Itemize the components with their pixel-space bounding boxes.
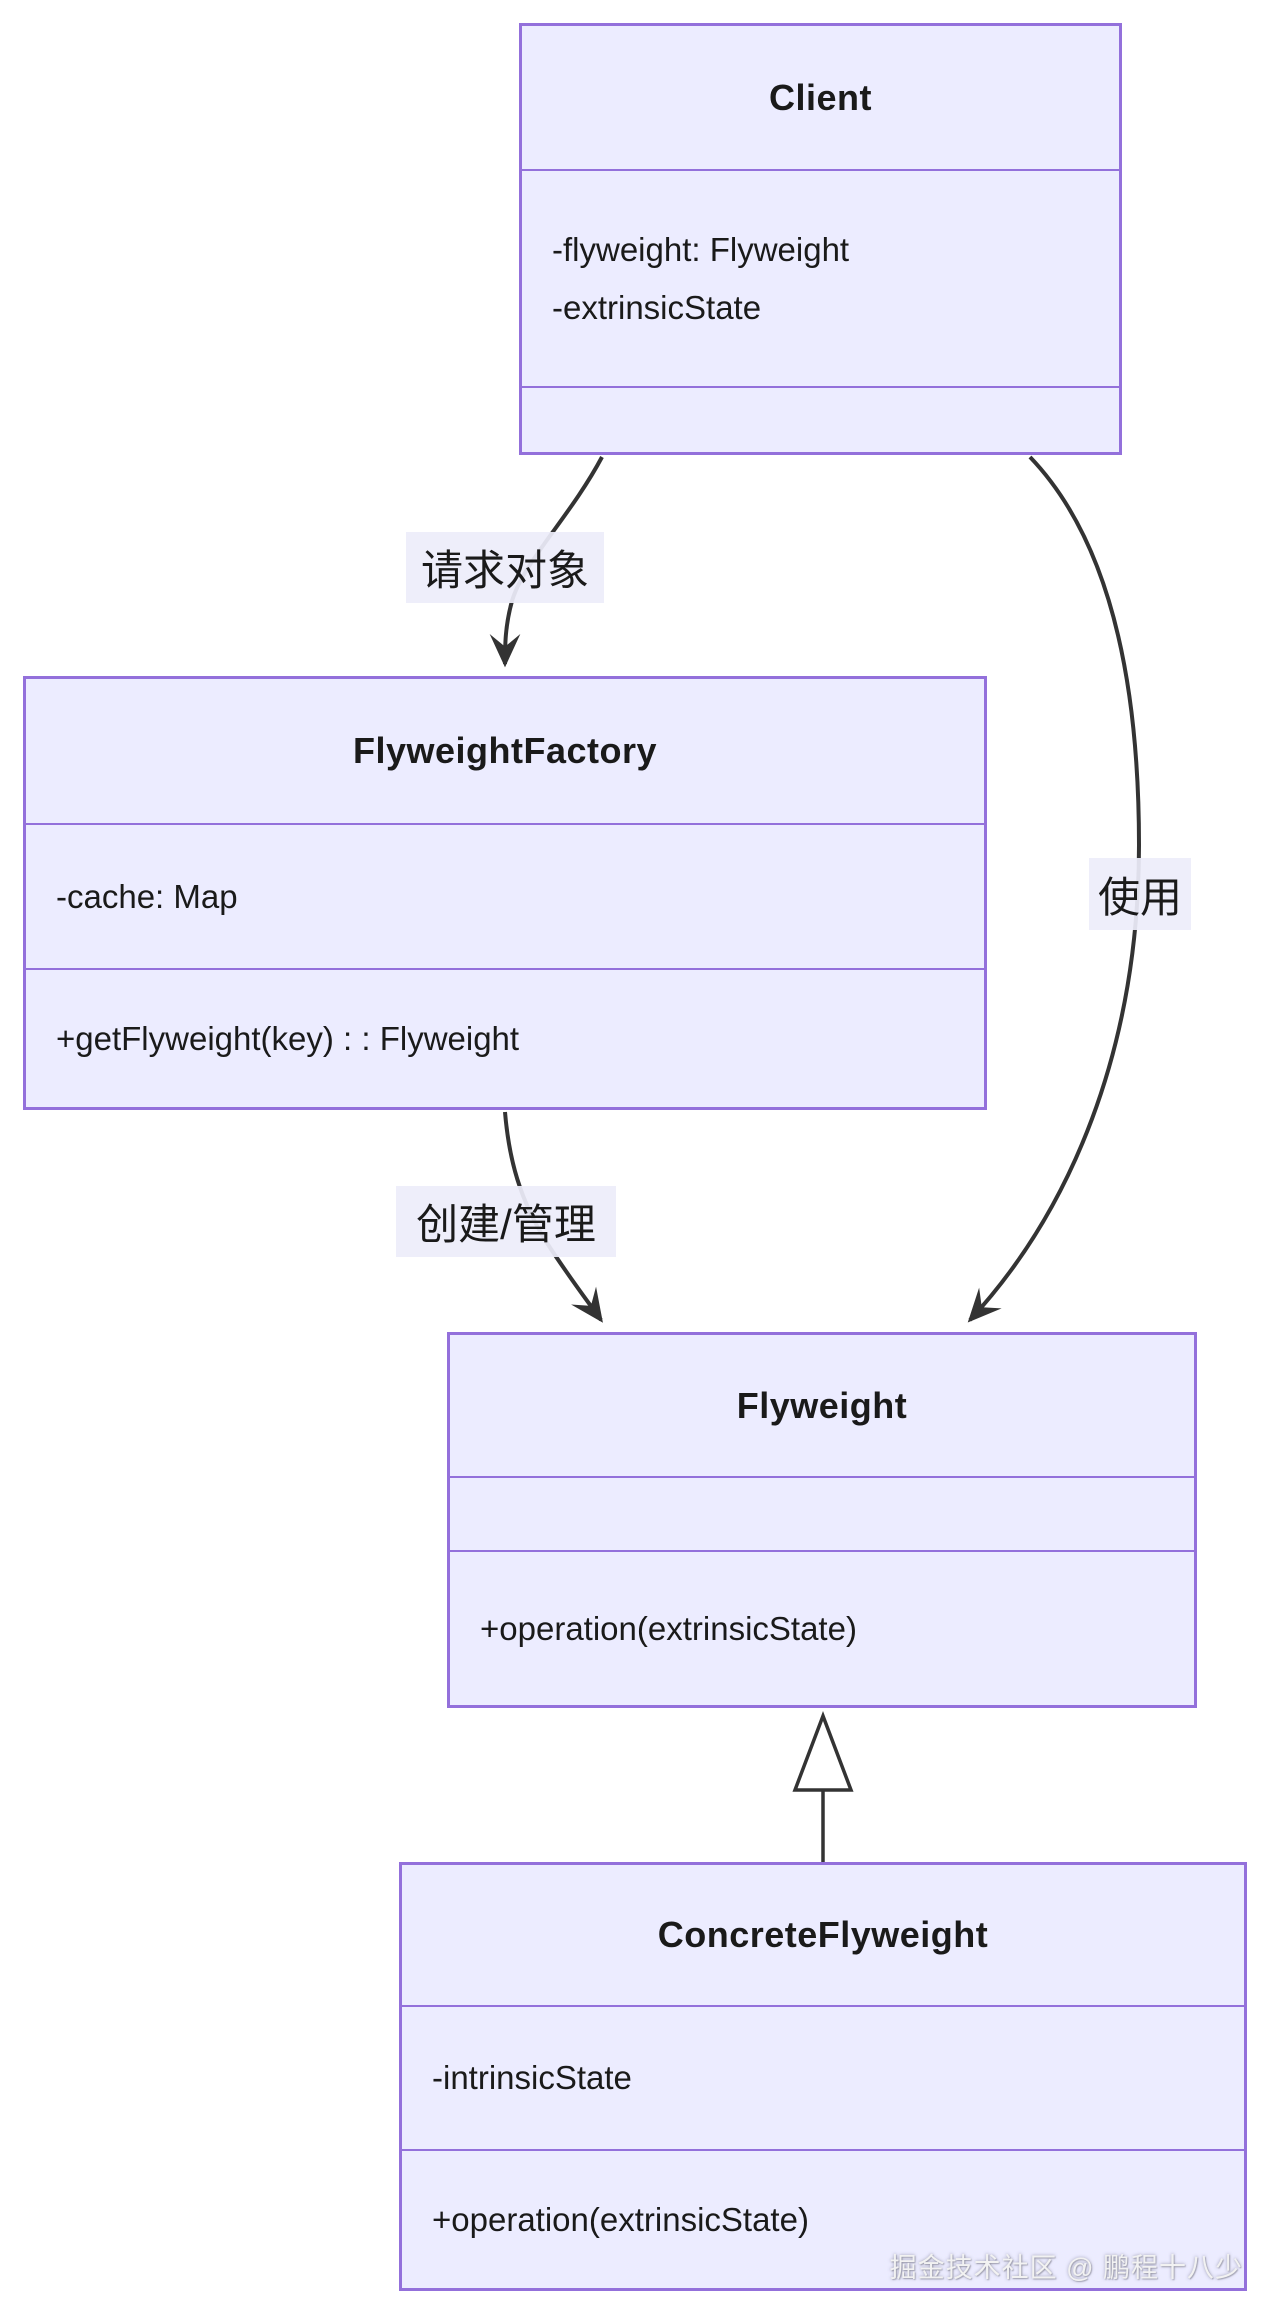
class-method: +operation(extrinsicState) — [432, 2200, 809, 2238]
class-title-compartment: FlyweightFactory — [26, 679, 984, 823]
class-attribute: -intrinsicState — [432, 2059, 632, 2096]
class-attribute: -flyweight: Flyweight — [552, 230, 850, 268]
class-methods-compartment: +operation(extrinsicState) — [450, 1550, 1194, 1705]
class-attributes-compartment — [450, 1476, 1194, 1550]
class-method: +operation(extrinsicState) — [480, 1609, 857, 1647]
class-box-concrete-flyweight: ConcreteFlyweight -intrinsicState +opera… — [399, 1862, 1247, 2291]
class-box-client: Client -flyweight: Flyweight -extrinsicS… — [519, 23, 1122, 455]
class-methods-compartment: +getFlyweight(key) : : Flyweight — [26, 968, 984, 1107]
edge-label-request-object: 请求对象 — [406, 532, 604, 603]
class-methods-compartment: +operation(extrinsicState) — [402, 2149, 1244, 2288]
class-box-flyweight-factory: FlyweightFactory -cache: Map +getFlyweig… — [23, 676, 987, 1110]
edge-label-use: 使用 — [1089, 858, 1191, 930]
class-title: Client — [768, 76, 872, 118]
class-title-compartment: Flyweight — [450, 1335, 1194, 1476]
class-box-flyweight: Flyweight +operation(extrinsicState) — [447, 1332, 1197, 1708]
edge-label-create-manage: 创建/管理 — [396, 1186, 616, 1257]
class-attribute: -cache: Map — [56, 877, 238, 915]
class-title-compartment: ConcreteFlyweight — [402, 1865, 1244, 2005]
class-title: ConcreteFlyweight — [657, 1914, 989, 1955]
class-title-compartment: Client — [522, 26, 1119, 169]
class-title: FlyweightFactory — [352, 730, 658, 771]
inheritance-triangle-icon — [792, 1711, 854, 1792]
class-method: +getFlyweight(key) : : Flyweight — [56, 1019, 520, 1057]
class-attributes-compartment: -cache: Map — [26, 823, 984, 968]
edge-client-to-flyweight-line — [967, 455, 1142, 1323]
class-attributes-compartment: -intrinsicState — [402, 2005, 1244, 2149]
class-title: Flyweight — [736, 1384, 908, 1426]
watermark: 掘金技术社区 @ 鹏程十八少 — [889, 2253, 1243, 2283]
class-methods-compartment — [522, 386, 1119, 452]
class-attributes-compartment: -flyweight: Flyweight -extrinsicState — [522, 169, 1119, 386]
class-attribute: -extrinsicState — [552, 288, 762, 326]
